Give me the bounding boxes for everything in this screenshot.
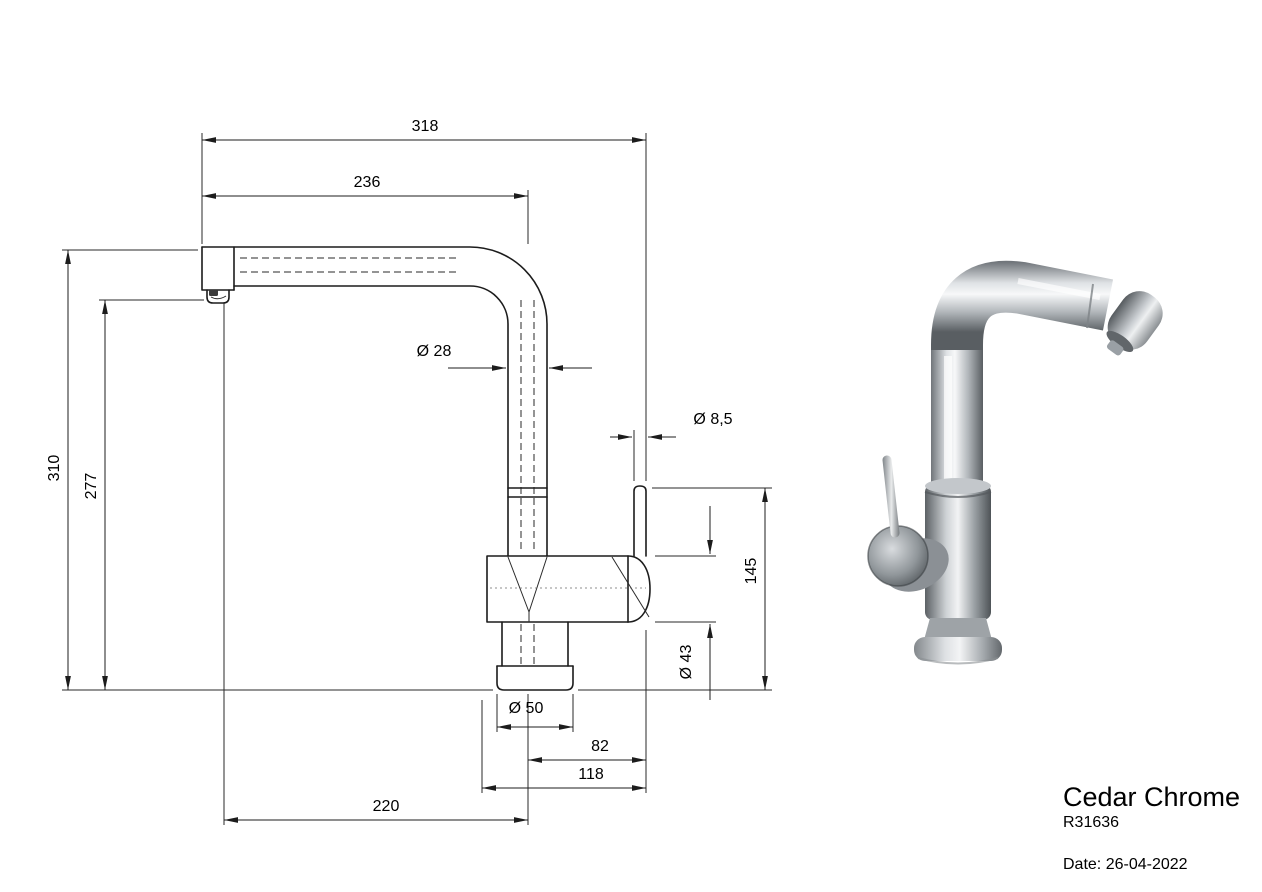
dim-43: Ø 43 xyxy=(678,506,713,700)
lever-3d xyxy=(867,455,949,592)
dim-8-5: Ø 8,5 xyxy=(610,411,733,440)
spray-head-nozzle xyxy=(206,289,230,304)
dim-118-label: 118 xyxy=(578,766,604,783)
dim-43-label: Ø 43 xyxy=(678,645,695,680)
product-date: Date: 26-04-2022 xyxy=(1063,856,1188,873)
dimension-annotations: 318 236 310 277 Ø 28 Ø 8,5 145 xyxy=(46,118,768,823)
spout-outline xyxy=(201,246,548,557)
dim-50-label: Ø 50 xyxy=(509,700,544,717)
lever-rod-3d xyxy=(882,455,900,538)
dim-145-label: 145 xyxy=(743,558,760,585)
dim-310: 310 xyxy=(46,250,71,690)
base-3d xyxy=(914,618,1002,665)
extension-lines xyxy=(62,133,772,825)
dim-277-label: 277 xyxy=(83,473,100,500)
aerator-detail xyxy=(209,290,218,296)
lever-rod xyxy=(633,485,647,557)
faucet-side-view xyxy=(201,246,651,691)
product-code: R31636 xyxy=(1063,814,1120,831)
product-name: Cedar Chrome xyxy=(1063,782,1241,812)
dim-50: Ø 50 xyxy=(497,700,573,730)
faucet-3d-view xyxy=(867,260,1163,665)
dim-220-label: 220 xyxy=(373,798,400,815)
body-3d xyxy=(924,478,992,620)
dim-318: 318 xyxy=(202,118,646,143)
dim-28: Ø 28 xyxy=(417,343,592,371)
dim-236: 236 xyxy=(202,174,528,199)
dim-318-label: 318 xyxy=(412,118,439,135)
dim-145: 145 xyxy=(743,488,768,690)
spray-head-3d xyxy=(1106,291,1163,356)
hidden-hose-lines xyxy=(240,257,535,664)
hose-joint-lines xyxy=(507,487,548,498)
dim-220: 220 xyxy=(224,798,528,823)
body-outline xyxy=(486,555,651,623)
base-outline xyxy=(496,621,574,691)
dim-82-label: 82 xyxy=(591,738,609,755)
dim-82: 82 xyxy=(528,738,646,763)
dim-277: 277 xyxy=(83,300,108,690)
dim-28-label: Ø 28 xyxy=(417,343,452,360)
dim-8-5-label: Ø 8,5 xyxy=(693,411,732,428)
dim-236-label: 236 xyxy=(354,174,381,191)
dim-118: 118 xyxy=(482,766,646,791)
dim-310-label: 310 xyxy=(46,455,63,482)
